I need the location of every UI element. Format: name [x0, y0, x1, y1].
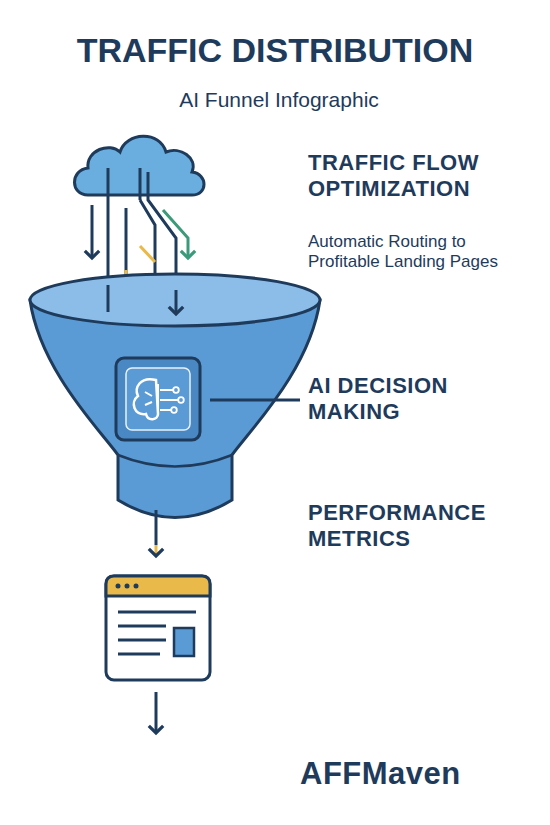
section-heading: AI DECISION MAKING: [308, 373, 538, 426]
title: TRAFFIC DISTRIBUTION: [0, 30, 550, 71]
ai-brain-icon: [116, 358, 200, 440]
section-body: Automatic Routing to Profitable Landing …: [308, 232, 523, 273]
exit-arrow: [155, 692, 158, 733]
landing-page-icon: [106, 576, 210, 680]
leader-line: [210, 399, 300, 402]
subtitle: AI Funnel Infographic: [4, 87, 550, 112]
section-heading: TRAFFIC FLOW OPTIMIZATION: [308, 150, 538, 203]
section-heading: PERFORMANCE METRICS: [308, 500, 538, 553]
output-arrow: [155, 510, 158, 556]
brand-logo: AFFMaven: [300, 755, 540, 792]
funnel: [30, 274, 320, 518]
